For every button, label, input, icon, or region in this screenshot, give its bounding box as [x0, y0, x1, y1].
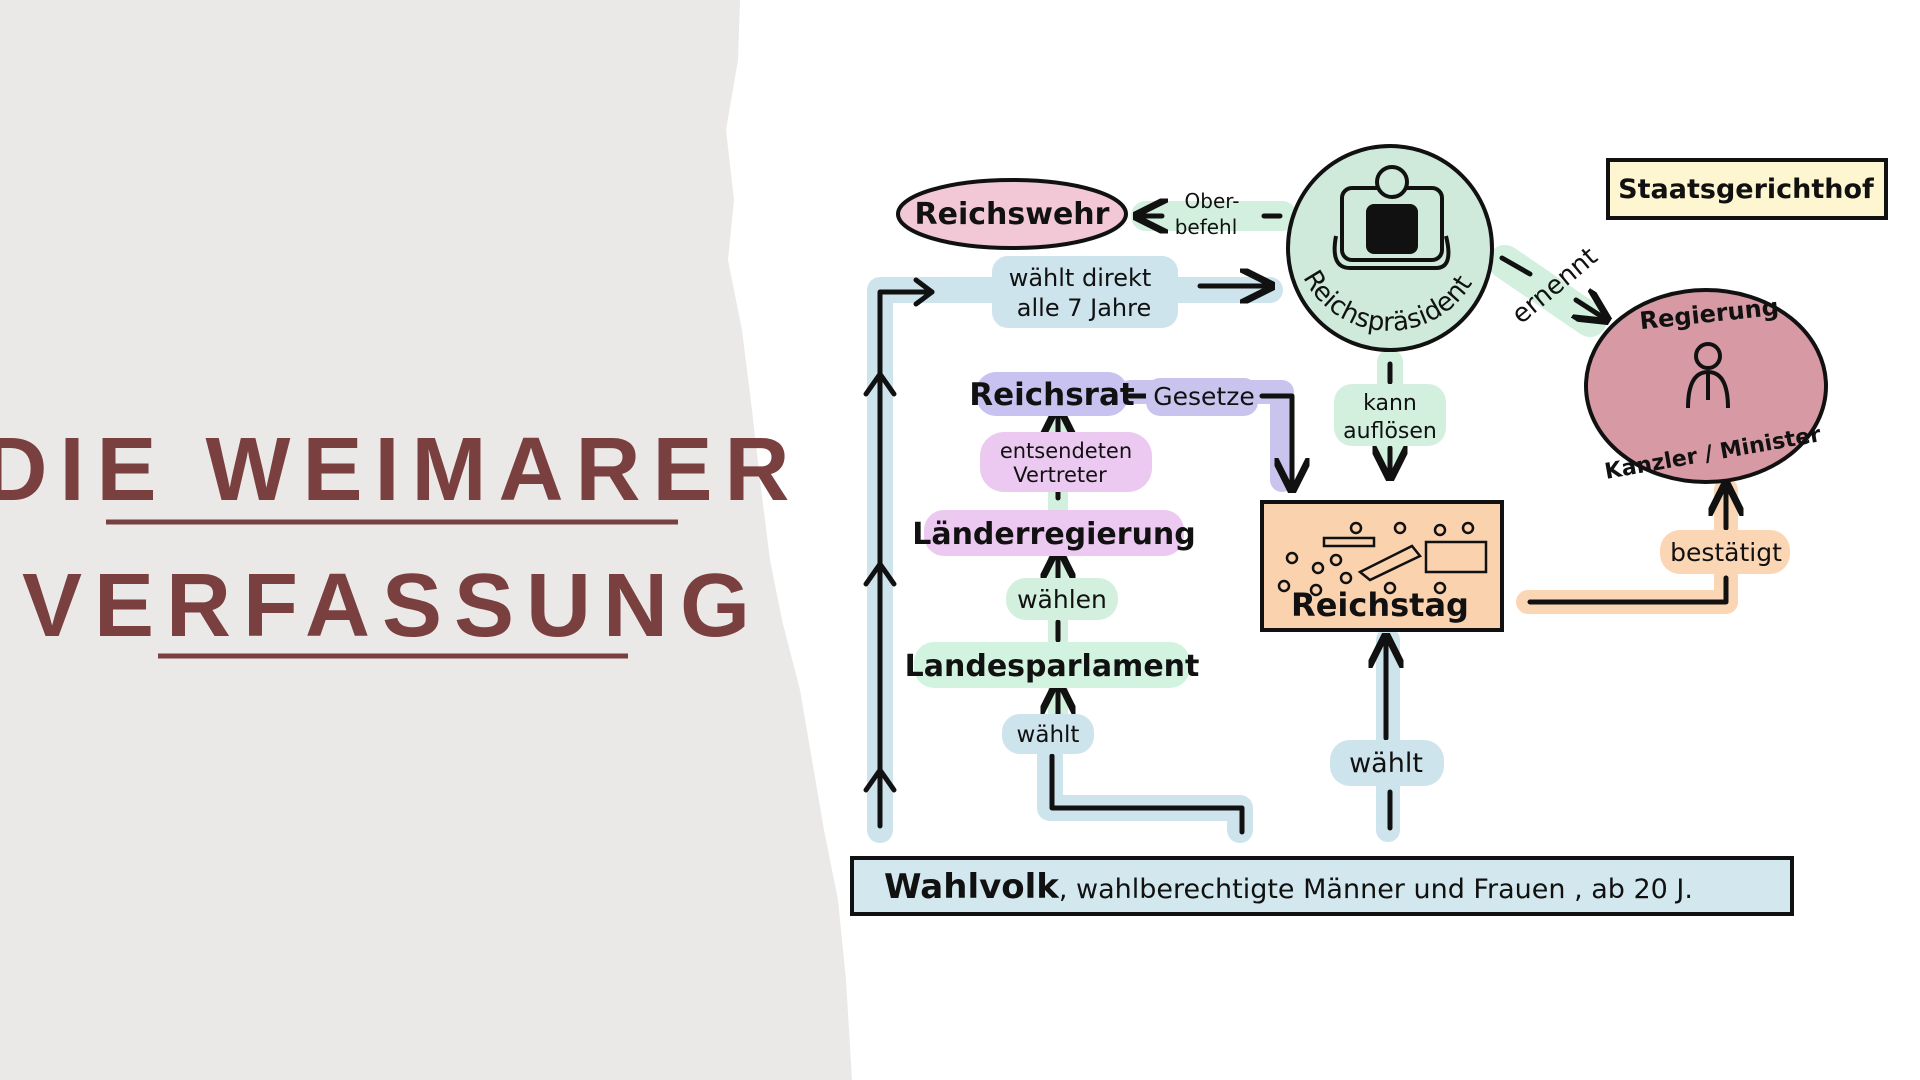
staatsgerichtshof-label: Staatsgerichthof: [1618, 174, 1874, 205]
ernennt-arrow: [1576, 300, 1604, 318]
edge-waehlt-reichstag: wählt: [1330, 740, 1444, 786]
waehlt-direkt-label-2: alle 7 Jahre: [1017, 294, 1151, 322]
direct-election-line: [877, 289, 935, 829]
edge-entsendeten: entsendeten Vertreter: [980, 432, 1152, 492]
edge-gesetze: Gesetze: [1146, 378, 1258, 416]
highlight-landes-path: [1037, 737, 1253, 843]
gesetze-arrow: [1259, 393, 1292, 486]
up-arrow-3: [863, 767, 897, 793]
aufloesen-label: auflösen: [1343, 419, 1437, 444]
wahlvolk-text: Wahlvolk, wahlberechtigte Männer und Fra…: [884, 867, 1693, 907]
bestaetigt-line: [1527, 575, 1729, 605]
up-arrow-1: [863, 371, 897, 397]
reichswehr-label: Reichswehr: [915, 197, 1110, 232]
entsendeten-label-1: entsendeten: [1000, 439, 1132, 463]
node-reichstag: Reichstag: [1260, 500, 1504, 632]
waehlt-landes-label: wählt: [1017, 722, 1080, 748]
node-laenderregierung: Länderregierung: [912, 510, 1196, 556]
waehlt-reichstag-label: wählt: [1349, 748, 1423, 779]
node-landesparlament: Landesparlament: [905, 642, 1200, 688]
gesetze-label: Gesetze: [1153, 382, 1254, 411]
node-reichspraesident: Reichspräsident: [1286, 144, 1494, 352]
right-arrow-head: [913, 277, 935, 307]
node-wahlvolk: Wahlvolk, wahlberechtigte Männer und Fra…: [850, 856, 1794, 916]
minister-icon: [1686, 342, 1730, 409]
reichstag-label: Reichstag: [1291, 586, 1469, 624]
waehlt-direkt-label-1: wählt direkt: [1009, 264, 1152, 292]
page-title: DIE WEIMARER VERFASSUNG: [0, 420, 802, 659]
parliament-icon: [1277, 521, 1488, 597]
president-icon: [1332, 165, 1451, 270]
node-regierung: Regierung Kanzler / Minister: [1584, 288, 1828, 485]
edge-waehlen: wählen: [1006, 578, 1118, 620]
node-reichswehr: Reichswehr: [896, 178, 1128, 250]
entsendeten-label-2: Vertreter: [1013, 463, 1107, 487]
title-line-1: DIE WEIMARER: [0, 420, 802, 520]
edge-oberbefehl: Ober- befehl: [1175, 189, 1240, 239]
laenderregierung-label: Länderregierung: [912, 517, 1196, 552]
wahlvolk-detail: , wahlberechtigte Männer und Frauen , ab…: [1059, 874, 1693, 905]
up-arrow-2: [863, 561, 897, 587]
edge-waehlt-direkt: wählt direkt alle 7 Jahre: [992, 256, 1178, 328]
oberbefehl-label-1: Ober-: [1185, 189, 1240, 213]
left-panel: [0, 0, 852, 1080]
edge-kann-aufloesen: kann auflösen: [1334, 384, 1446, 446]
landesparlament-label: Landesparlament: [905, 649, 1200, 684]
ernennt-line-a: [1499, 255, 1533, 277]
node-staatsgerichtshof: Staatsgerichthof: [1606, 158, 1888, 220]
bestaetigt-label: bestätigt: [1670, 538, 1782, 567]
node-reichsrat: Reichsrat: [969, 372, 1135, 416]
edge-waehlt-landes: wählt: [1002, 714, 1094, 754]
title-line-2: VERFASSUNG: [22, 556, 762, 656]
reichsrat-label: Reichsrat: [969, 377, 1135, 413]
edge-bestaetigt: bestätigt: [1660, 530, 1790, 574]
waehlen-label: wählen: [1017, 585, 1107, 614]
landes-election-line: [1049, 753, 1245, 835]
kann-label: kann: [1363, 391, 1417, 416]
oberbefehl-label-2: befehl: [1175, 215, 1238, 239]
wahlvolk-label: Wahlvolk: [884, 867, 1060, 907]
